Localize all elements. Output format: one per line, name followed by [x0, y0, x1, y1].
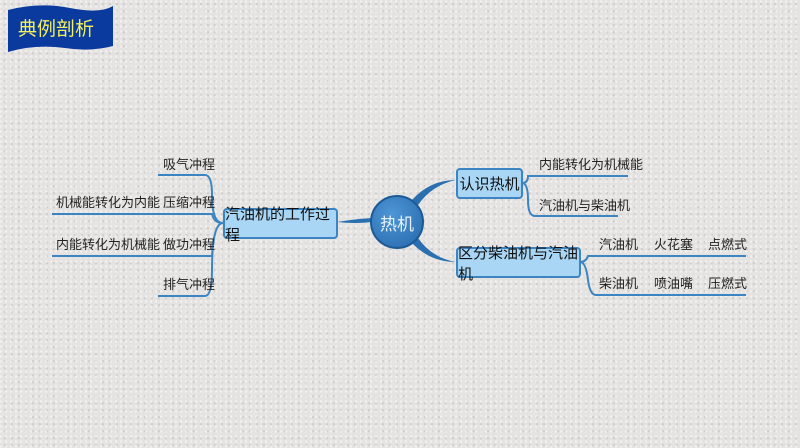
compare-cell: 柴油机: [599, 277, 639, 292]
leaf-know-item: 内能转化为机械能: [539, 158, 644, 173]
center-node: 热机: [370, 195, 424, 249]
leaf-intake-stroke: 吸气冲程: [163, 158, 216, 173]
leaf-compression-note: 机械能转化为内能: [56, 196, 161, 211]
leaf-power-note: 内能转化为机械能: [56, 238, 161, 253]
branch-know: [412, 180, 456, 205]
leaf-exhaust-stroke: 排气冲程: [163, 278, 216, 293]
node-gasoline-working-process: 汽油机的工作过程: [223, 205, 338, 244]
compare-cell: 喷油嘴: [654, 277, 694, 292]
banner-title: 典例剖析: [18, 18, 95, 40]
banner-shape: [8, 5, 113, 53]
node-compare-engines: 区分柴油机与汽油机: [456, 244, 581, 283]
leaf-power-stroke: 做功冲程: [163, 238, 216, 253]
leaf-compression-stroke: 压缩冲程: [163, 196, 216, 211]
branch-left: [337, 218, 372, 223]
node-know-heat-engine: 认识热机: [456, 168, 523, 199]
compare-cell: 火花塞: [654, 238, 694, 253]
compare-cell: 压燃式: [708, 277, 748, 292]
compare-cell: 点燃式: [708, 238, 748, 253]
leaf-know-item: 汽油机与柴油机: [539, 199, 631, 214]
branch-compare: [412, 238, 456, 262]
compare-cell: 汽油机: [599, 238, 639, 253]
